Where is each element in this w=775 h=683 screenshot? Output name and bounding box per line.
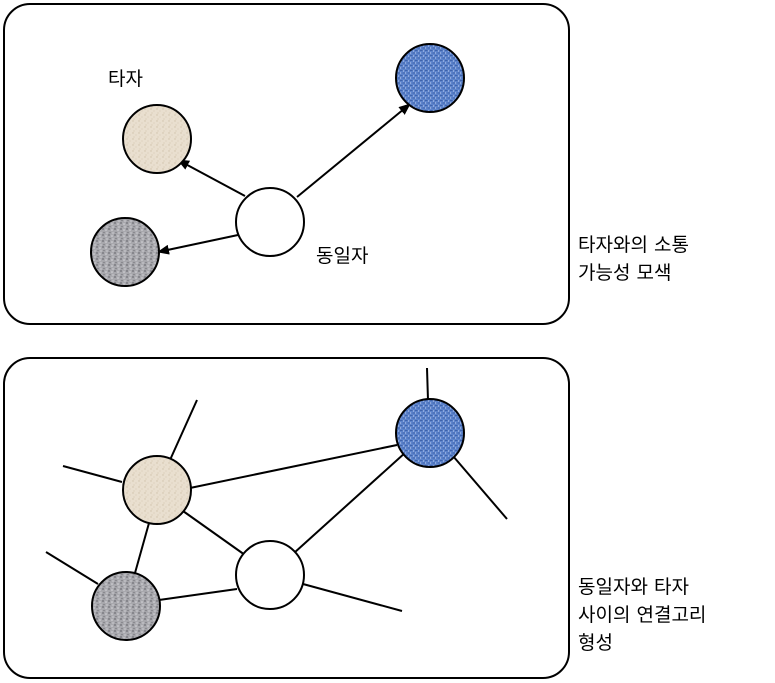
node-other-gray	[90, 217, 160, 287]
node-other-blue	[395, 43, 465, 113]
label-self: 동일자	[316, 245, 368, 267]
bottom-caption-line-1: 동일자와 타자	[578, 576, 689, 598]
node-other-gray-b	[91, 571, 161, 641]
top-caption-line-1: 타자와의 소통	[578, 234, 689, 256]
arrow-self-to-gray	[157, 234, 239, 255]
node-other-beige	[122, 104, 192, 174]
stub-blue-up	[426, 367, 429, 401]
stub-beige-left	[62, 465, 123, 483]
stub-beige-up	[169, 399, 198, 461]
node-self	[235, 187, 305, 257]
bottom-caption: 동일자와 타자 사이의 연결고리 형성	[578, 573, 706, 657]
bottom-caption-line-2: 사이의 연결고리	[578, 604, 707, 626]
label-other: 타자	[108, 68, 143, 90]
top-panel-frame	[3, 3, 570, 325]
stub-self-right	[302, 583, 403, 612]
link-beige-gray	[134, 522, 150, 574]
arrow-self-to-blue	[296, 103, 411, 198]
bottom-caption-line-3: 형성	[578, 632, 613, 654]
link-self-blue	[293, 451, 407, 554]
arrow-self-to-beige	[177, 159, 246, 197]
node-other-beige-b	[122, 455, 192, 525]
stub-blue-down	[452, 455, 508, 520]
top-caption-line-2: 가능성 모색	[578, 262, 672, 284]
node-self-b	[235, 540, 305, 610]
bottom-panel-frame	[3, 357, 570, 679]
stub-gray-left	[45, 551, 99, 585]
link-beige-self	[182, 510, 246, 556]
link-gray-self	[158, 588, 238, 601]
link-beige-blue	[189, 444, 398, 489]
node-other-blue-b	[395, 398, 465, 468]
top-caption: 타자와의 소통 가능성 모색	[578, 231, 689, 287]
